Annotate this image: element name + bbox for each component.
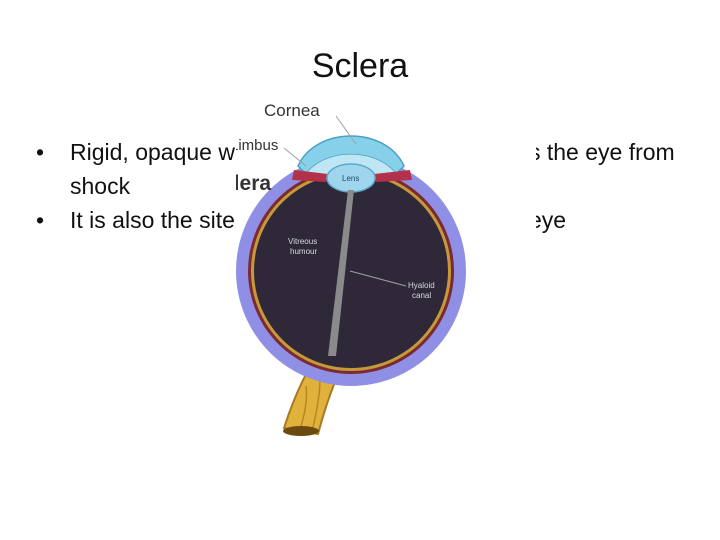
hyaloid-leader-line — [349, 270, 407, 287]
cornea-label: Cornea — [264, 101, 320, 120]
eye-diagram-svg: Cornea Limbus Sclera Lens Vitreous humou… — [236, 101, 466, 436]
limbus-label: Limbus — [236, 137, 278, 154]
cornea-leader-line — [335, 115, 357, 145]
sclera-label: Sclera — [236, 172, 271, 195]
slide-title: Sclera — [311, 47, 409, 85]
hyaloid-label-line2: canal — [412, 291, 431, 300]
hyaloid-label-line1: Hyaloid — [408, 281, 435, 290]
hyaloid-canal — [328, 190, 354, 356]
iris-right — [374, 170, 412, 182]
optic-nerve-end — [283, 426, 319, 436]
iris-left — [292, 170, 328, 182]
vitreous-label-line1: Vitreous — [288, 237, 317, 246]
eye-diagram: Cornea Limbus Sclera Lens Vitreous humou… — [236, 86, 536, 436]
vitreous-label-line2: humour — [290, 247, 317, 256]
limbus-leader-line — [283, 147, 307, 167]
lens-label: Lens — [342, 174, 359, 183]
